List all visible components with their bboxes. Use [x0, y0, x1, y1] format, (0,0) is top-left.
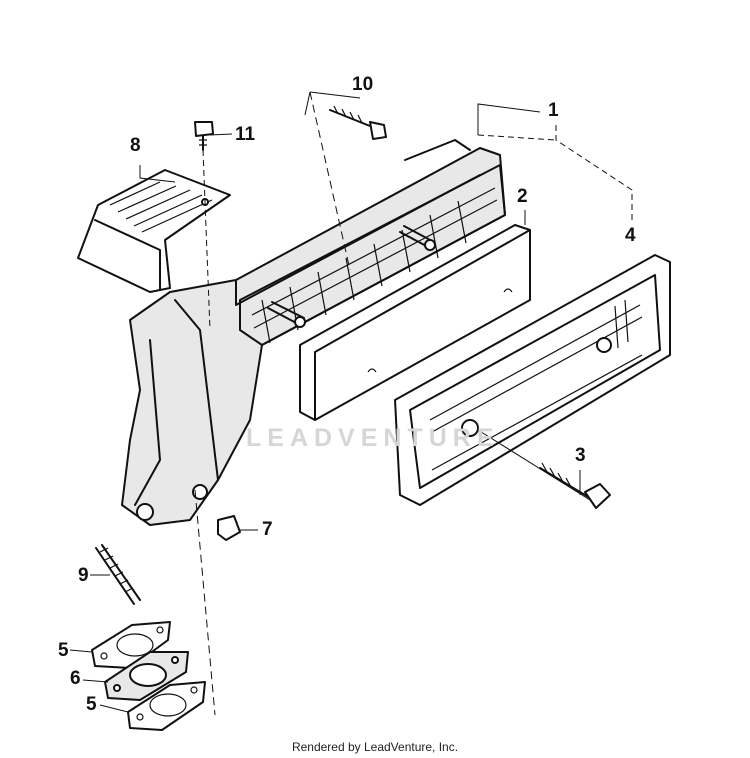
cover: [394, 254, 671, 506]
callout-4: 4: [625, 225, 636, 246]
callout-5-lower: 5: [86, 694, 97, 715]
insulator-6: [104, 651, 189, 701]
callout-11: 11: [235, 124, 256, 145]
callout-3: 3: [575, 445, 586, 466]
watermark: LEADVENTURE: [246, 424, 500, 452]
housing: [121, 139, 506, 526]
heat-shield: [77, 169, 231, 293]
stud-9: [95, 544, 141, 605]
callout-5-upper: 5: [58, 640, 69, 661]
callout-8: 8: [130, 135, 141, 156]
callout-6: 6: [70, 668, 81, 689]
gasket-lower: [127, 681, 206, 731]
callout-2: 2: [517, 186, 528, 207]
nut-7: [217, 515, 241, 541]
callout-1: 1: [548, 100, 559, 121]
bolt-11: [194, 121, 214, 151]
bolt-10: [329, 105, 387, 140]
wing-bolt: [477, 429, 611, 509]
callout-10: 10: [352, 74, 374, 95]
callout-9: 9: [78, 565, 89, 586]
leader-lines: [69, 91, 633, 716]
gasket-upper: [91, 621, 171, 669]
filter-element: [299, 224, 531, 421]
render-credit: Rendered by LeadVenture, Inc.: [291, 740, 459, 754]
callout-7: 7: [262, 519, 273, 540]
